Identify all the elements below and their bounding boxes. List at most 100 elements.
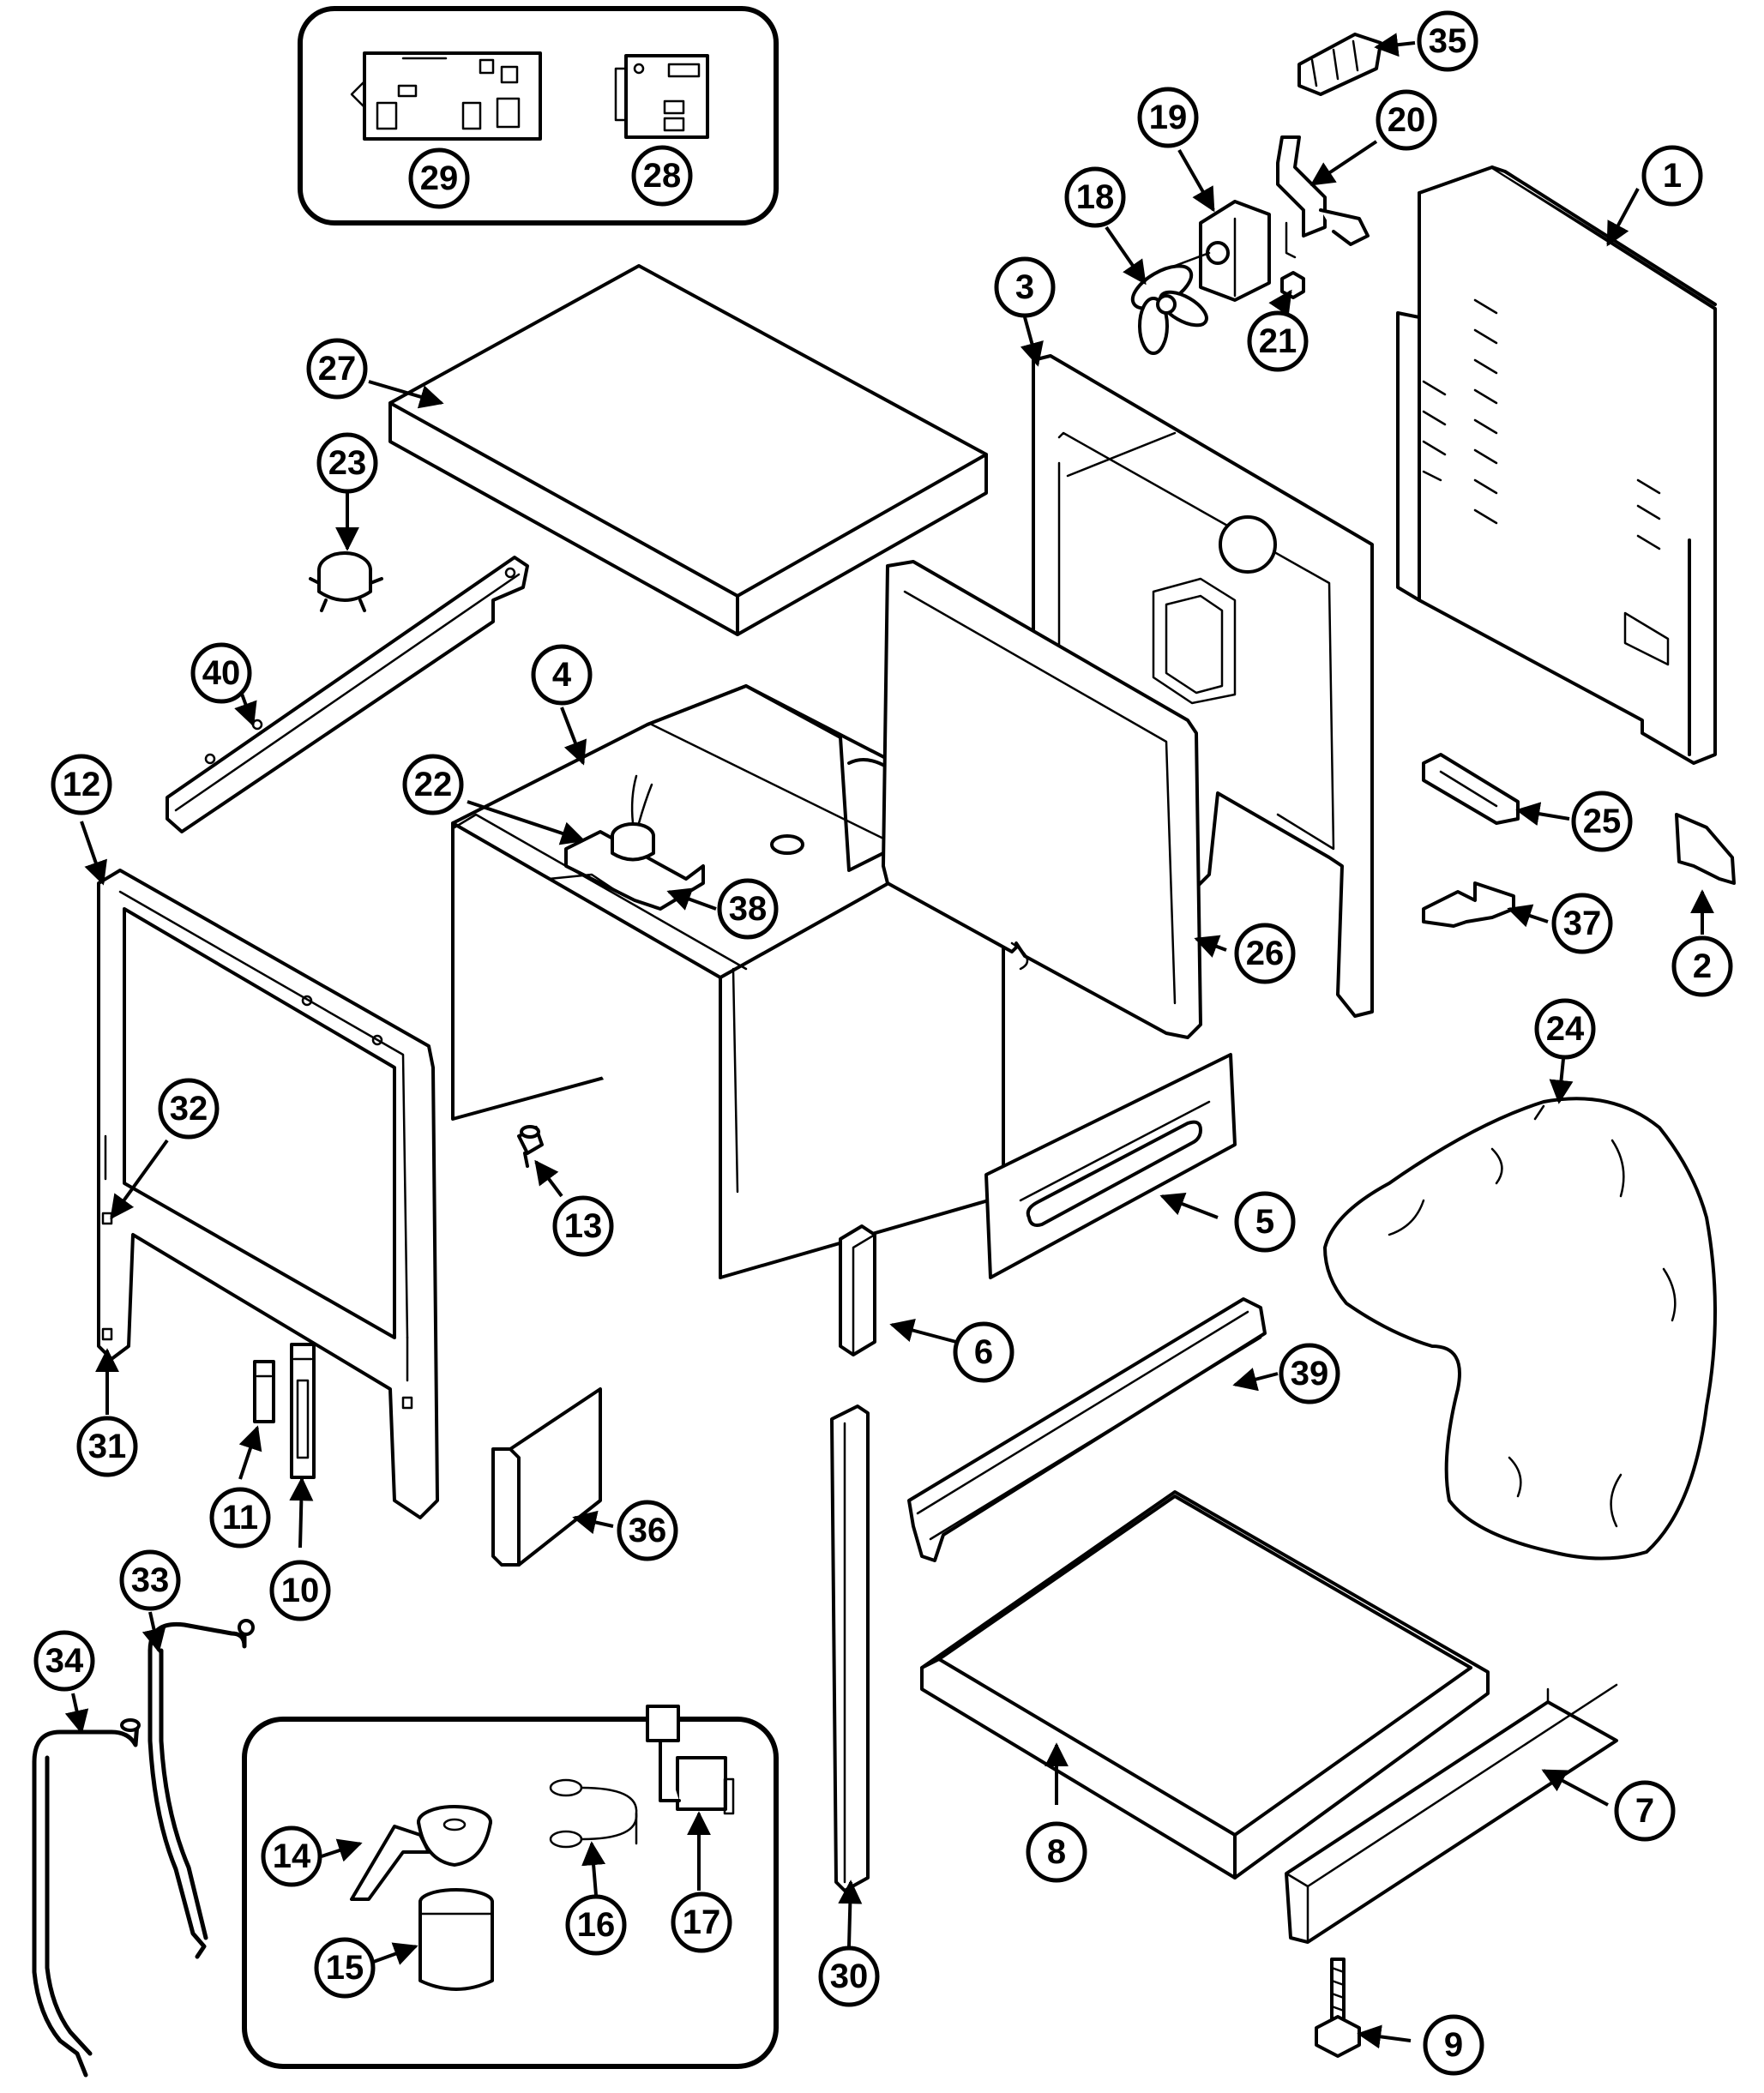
accessory-inset xyxy=(242,1705,779,2069)
callout-32: 32 xyxy=(158,1078,220,1140)
callout-7: 7 xyxy=(1614,1780,1676,1842)
callout-29: 29 xyxy=(408,147,470,209)
part-1-drawing xyxy=(1396,165,1717,765)
part-14-drawing xyxy=(350,1805,492,1901)
part-3-drawing xyxy=(1032,354,1374,1018)
callout-label: 18 xyxy=(1076,178,1115,216)
part-40-drawing xyxy=(166,556,529,833)
callout-14: 14 xyxy=(261,1825,322,1887)
part-36-drawing xyxy=(491,1387,602,1567)
part-9-drawing xyxy=(1315,1958,1361,2058)
callout-17: 17 xyxy=(671,1892,732,1953)
callout-5: 5 xyxy=(1234,1191,1296,1253)
part-33-drawing xyxy=(148,1619,255,1959)
callout-19: 19 xyxy=(1137,87,1199,148)
part-37-drawing xyxy=(1422,881,1515,928)
callout-label: 2 xyxy=(1693,947,1712,985)
callout-20: 20 xyxy=(1376,89,1437,151)
part-2-drawing xyxy=(1675,813,1736,885)
callout-25: 25 xyxy=(1571,791,1633,852)
callout-label: 34 xyxy=(45,1642,84,1680)
callout-21: 21 xyxy=(1247,310,1309,372)
callout-label: 30 xyxy=(830,1958,869,1995)
callout-37: 37 xyxy=(1551,893,1613,954)
callout-label: 4 xyxy=(552,656,572,694)
callout-label: 38 xyxy=(729,890,768,928)
callout-label: 3 xyxy=(1015,268,1034,306)
callout-label: 17 xyxy=(683,1904,721,1941)
callout-16: 16 xyxy=(565,1894,627,1956)
callout-label: 24 xyxy=(1546,1010,1585,1048)
callout-label: 23 xyxy=(328,444,367,482)
part-34-drawing xyxy=(32,1718,141,2078)
part-29-drawing xyxy=(350,51,542,141)
part-11-drawing xyxy=(253,1360,275,1423)
part-19-drawing xyxy=(1173,200,1271,302)
callout-label: 8 xyxy=(1047,1833,1066,1871)
callout-label: 21 xyxy=(1259,322,1297,360)
callout-label: 35 xyxy=(1429,22,1467,60)
part-35-drawing xyxy=(1297,33,1382,96)
part-13-drawing xyxy=(517,1125,544,1168)
callout-27: 27 xyxy=(306,338,368,400)
callout-label: 25 xyxy=(1583,803,1622,840)
part-28-drawing xyxy=(614,54,709,139)
part-23-drawing xyxy=(309,551,383,612)
callout-label: 16 xyxy=(577,1906,616,1944)
callout-26: 26 xyxy=(1234,923,1296,984)
part-17-drawing xyxy=(646,1705,735,1815)
callout-label: 10 xyxy=(281,1572,320,1609)
callout-4: 4 xyxy=(531,644,593,706)
callout-label: 19 xyxy=(1149,99,1188,136)
callout-15: 15 xyxy=(314,1937,376,1999)
callout-label: 6 xyxy=(974,1333,993,1371)
callout-3: 3 xyxy=(994,256,1056,318)
callout-label: 22 xyxy=(414,766,453,803)
callout-label: 5 xyxy=(1255,1203,1274,1241)
callout-8: 8 xyxy=(1026,1821,1087,1883)
part-20-drawing xyxy=(1276,135,1370,259)
callout-40: 40 xyxy=(190,642,252,704)
callout-24: 24 xyxy=(1534,998,1596,1060)
part-5-drawing xyxy=(984,1053,1237,1279)
callout-label: 7 xyxy=(1635,1792,1654,1830)
part-18-drawing xyxy=(1130,264,1208,355)
callout-label: 12 xyxy=(63,766,101,803)
part-30-drawing xyxy=(830,1404,870,1892)
part-16-drawing xyxy=(549,1778,638,1849)
callout-label: 14 xyxy=(273,1837,311,1875)
leader-lines xyxy=(64,33,1714,2049)
part-27-drawing xyxy=(388,264,988,636)
callout-22: 22 xyxy=(402,754,464,815)
callout-11: 11 xyxy=(209,1487,271,1549)
callout-label: 36 xyxy=(629,1512,667,1549)
callout-18: 18 xyxy=(1064,166,1126,228)
callout-label: 9 xyxy=(1444,2026,1463,2064)
part-25-drawing xyxy=(1422,753,1520,825)
callout-12: 12 xyxy=(51,754,112,815)
callout-label: 13 xyxy=(564,1207,603,1245)
callout-31: 31 xyxy=(76,1416,138,1477)
callout-38: 38 xyxy=(717,878,779,940)
callout-34: 34 xyxy=(33,1630,95,1692)
callout-label: 39 xyxy=(1291,1355,1329,1392)
callout-label: 33 xyxy=(131,1561,170,1599)
callout-39: 39 xyxy=(1279,1343,1340,1404)
part-10-drawing xyxy=(290,1343,316,1479)
part-21-drawing xyxy=(1280,271,1305,299)
part-26-drawing xyxy=(882,560,1202,1039)
callout-23: 23 xyxy=(316,432,378,494)
part-7-drawing xyxy=(1285,1683,1618,1944)
callout-35: 35 xyxy=(1417,10,1478,72)
part-15-drawing xyxy=(418,1888,494,1991)
part-24-drawing xyxy=(1323,1097,1717,1561)
callout-label: 15 xyxy=(326,1949,364,1987)
callout-2: 2 xyxy=(1671,935,1733,997)
part-8-drawing xyxy=(920,1490,1490,1879)
callout-28: 28 xyxy=(631,145,693,207)
callout-9: 9 xyxy=(1423,2014,1484,2076)
callout-label: 26 xyxy=(1246,935,1285,972)
callout-label: 1 xyxy=(1663,157,1682,195)
callout-10: 10 xyxy=(269,1560,331,1621)
